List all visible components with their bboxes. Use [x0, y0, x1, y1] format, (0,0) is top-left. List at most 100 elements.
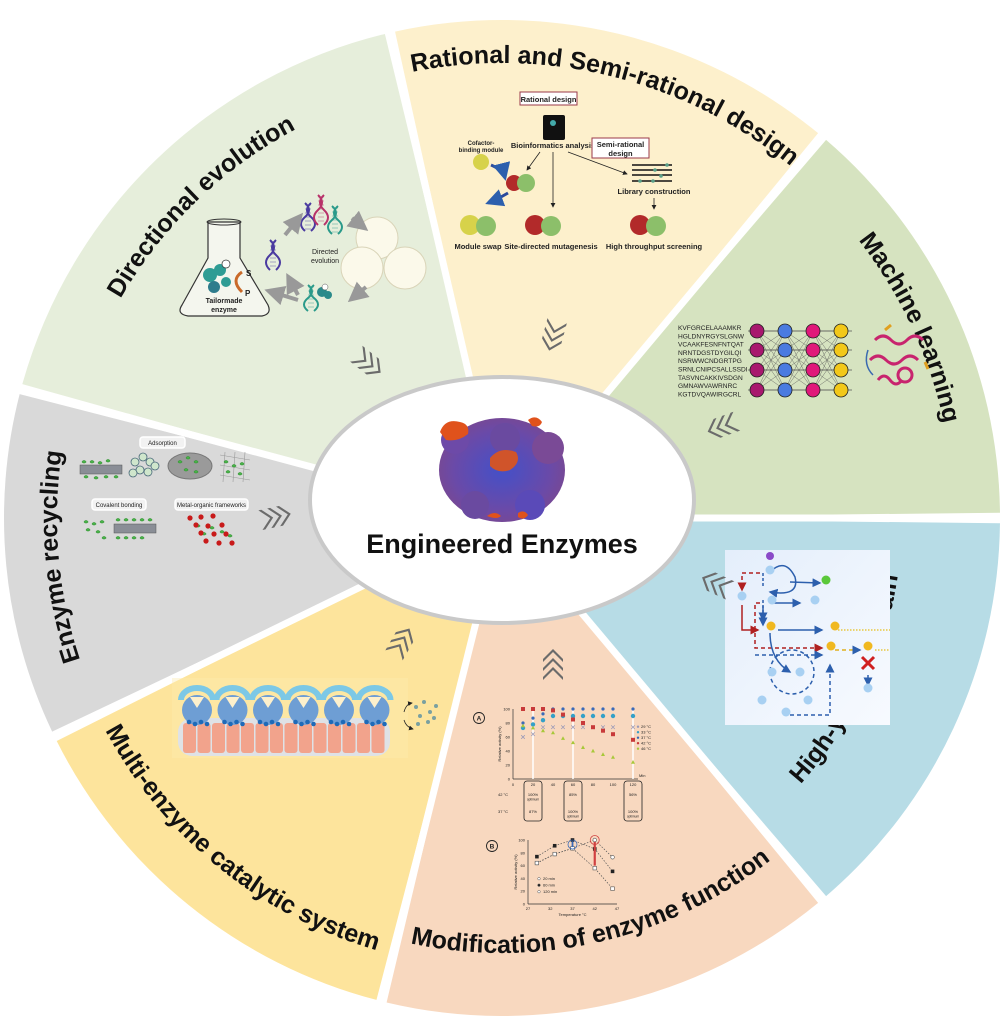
cofactor-dot: [382, 721, 387, 727]
dna-helix-icon: [327, 205, 343, 235]
mof-node: [198, 514, 204, 520]
chart-a-row-42-value: 85%: [569, 792, 577, 797]
cofactor-dot: [275, 721, 281, 727]
chart-a-point: [561, 707, 565, 711]
chart-b-ytick: 80: [521, 850, 526, 855]
chevron-icon: [718, 580, 735, 600]
adsorption-label: Adsorption: [148, 441, 177, 447]
cofactor-dot: [340, 719, 346, 725]
chart-b-legend-label: 120 min: [543, 889, 557, 894]
chart-b-point: [610, 869, 615, 874]
chart-a-point: [631, 707, 635, 711]
multi-enzyme-illustration: [172, 678, 438, 758]
computer-icon: [543, 115, 565, 140]
product-dot: [426, 720, 430, 724]
chart-a-point: [541, 728, 545, 733]
chart-a-row-37-value: 100%: [568, 809, 579, 814]
neuron-node: [833, 323, 849, 339]
neural-network-icon: [748, 323, 852, 398]
chevron-icon: [702, 572, 719, 592]
chart-a-point: [551, 730, 555, 735]
product-dot: [422, 700, 426, 704]
chevron-icon: [357, 351, 374, 369]
chart-a-point: [600, 725, 606, 730]
chart-b-ytick: 20: [521, 889, 526, 894]
chart-b-ytick: 40: [521, 876, 526, 881]
chart-a-point: [541, 707, 545, 711]
scaffold-arc: [320, 685, 358, 701]
neuron-node: [805, 362, 821, 378]
neuron-node: [805, 323, 821, 339]
enzyme-particle: [227, 534, 233, 538]
chart-a-badge: [473, 712, 485, 724]
chart-a-legend-label: 37 °C: [641, 735, 651, 740]
cofactor-dot: [311, 721, 316, 727]
chart-a-point: [601, 728, 605, 733]
dna-helix-icon: [313, 194, 329, 226]
module-swap-label: Module swap: [454, 242, 502, 251]
chart-b-legend-label: 20 min: [543, 876, 555, 881]
flask-label-1: Tailormade: [206, 298, 243, 305]
chevron-icon: [710, 576, 727, 596]
enzyme-particle: [237, 472, 243, 476]
chart-a-point: [591, 725, 595, 730]
cofactor-label-1: Cofactor-: [468, 141, 495, 147]
mof-node: [216, 540, 222, 546]
chart-a-point: [531, 725, 535, 730]
chevron-icon: [707, 417, 724, 438]
chart-a-legend-marker: [636, 725, 640, 728]
chart-a-row-42-value: 100%: [528, 792, 539, 797]
cofactor-dot: [257, 719, 263, 725]
chart-b-legend-label: 60 min: [543, 883, 555, 888]
enzyme-particle: [101, 536, 107, 540]
rational-design-label: Rational design: [521, 95, 577, 104]
chart-a-ytick: 80: [506, 721, 511, 726]
variant-circle: [340, 246, 384, 290]
chart-a-point: [551, 708, 555, 713]
chart-a-point: [631, 737, 635, 742]
scaffold-block: [342, 723, 356, 753]
enzyme-particle: [239, 462, 245, 466]
enzyme-particle: [193, 470, 199, 474]
neuron-node: [749, 362, 765, 378]
chart-b-point: [610, 886, 615, 891]
chart-a-point: [570, 725, 576, 730]
chart-a-xtick: 40: [551, 782, 556, 787]
enzyme-icon: [182, 695, 212, 725]
metabolic-pathway-illustration: [725, 550, 890, 725]
enzyme-icon: [317, 283, 332, 299]
enzyme-particle: [177, 460, 183, 464]
chart-a-point: [560, 725, 566, 730]
enzyme-particle: [97, 461, 103, 465]
cofactor-dot: [305, 719, 310, 725]
mof-node: [187, 515, 193, 521]
chart-a-row-37-note: optimum: [567, 815, 580, 819]
enzyme-icon: [324, 695, 354, 725]
chart-b-point: [535, 854, 539, 859]
enzyme-particle: [83, 475, 89, 479]
carrier-bar-icon: [79, 464, 157, 534]
cofactor-dot: [240, 721, 245, 727]
chart-a-point: [520, 734, 526, 740]
neuron-node: [833, 382, 849, 398]
enzyme-particle: [115, 518, 121, 522]
chart-a-point: [581, 745, 585, 749]
chevron-icon: [350, 345, 367, 364]
enzyme-particle: [193, 460, 199, 464]
chart-a-row-42-value: 56%: [629, 792, 637, 797]
enzyme-particle: [99, 520, 105, 524]
mof-nodes: [187, 513, 235, 546]
covalent-label: Covalent bonding: [96, 503, 143, 509]
cofactor-dot: [370, 721, 375, 727]
chart-a-xtick: 60: [571, 782, 576, 787]
chevron-icon: [258, 509, 274, 530]
scaffold-block: [226, 723, 240, 753]
enzyme-particle: [95, 530, 101, 534]
mof-node: [229, 540, 235, 546]
chart-a-point: [610, 725, 616, 730]
chart-b-point: [552, 851, 557, 857]
rational-design-box: [519, 91, 578, 106]
chart-a-point: [550, 713, 556, 719]
